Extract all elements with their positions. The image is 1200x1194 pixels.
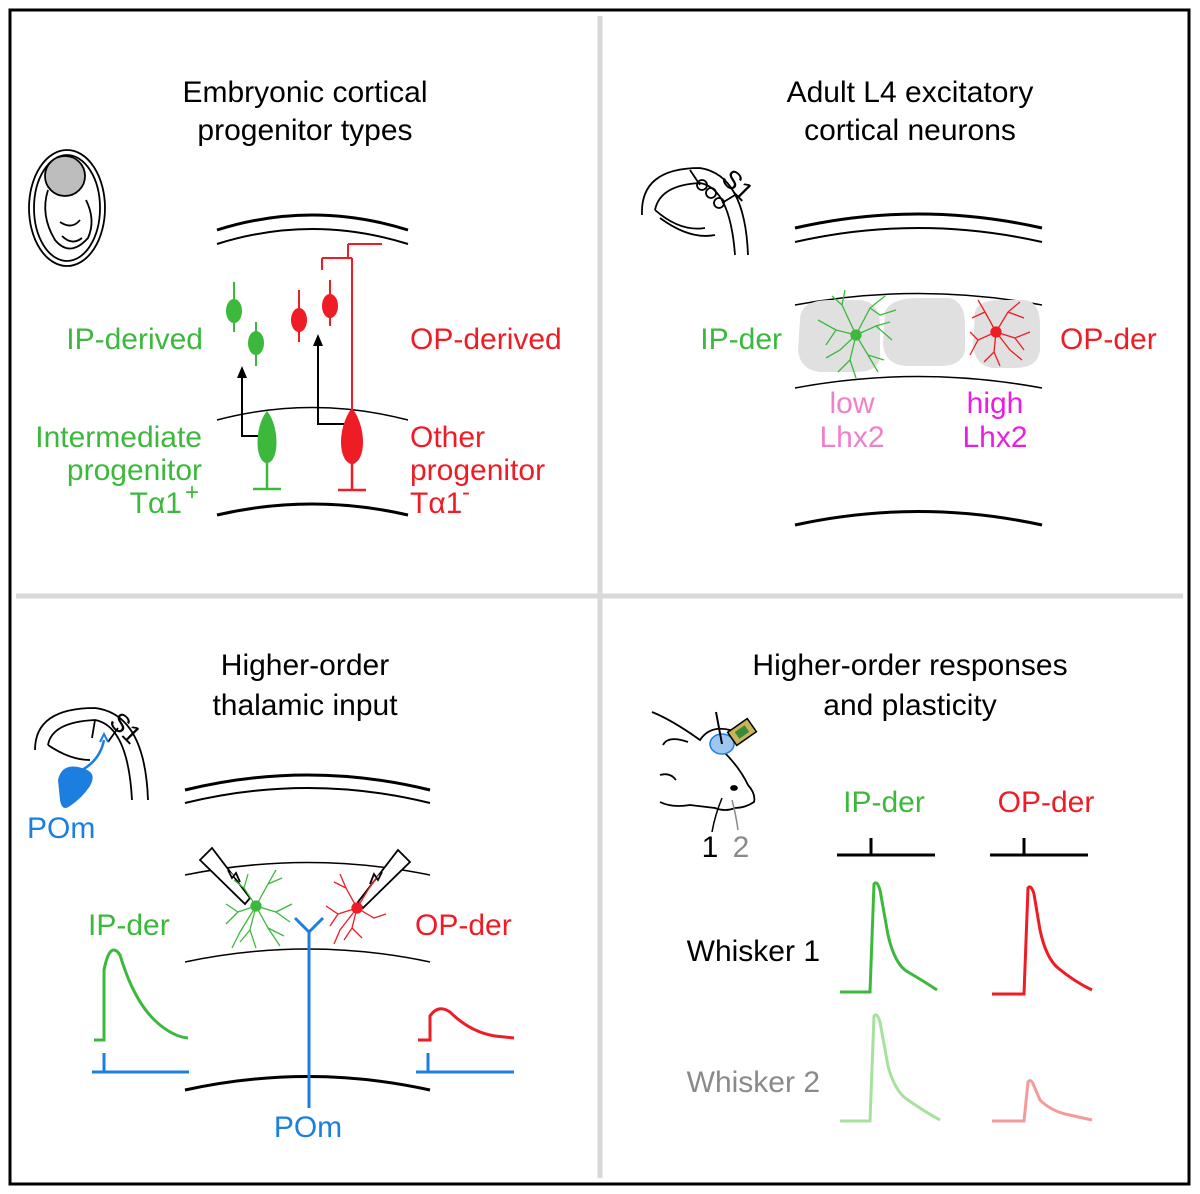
panel-thalamic-input: Higher-order thalamic input S1 POm — [27, 649, 515, 1144]
panel3-title-line1: Higher-order — [221, 649, 389, 682]
other-progenitor-cell — [321, 243, 382, 492]
ip-der-whisker1-trace — [840, 881, 938, 994]
op-derived-neurons — [291, 280, 338, 342]
arrow-head-green — [237, 366, 247, 378]
op-derived-label: OP-derived — [410, 323, 562, 356]
ip-derived-neurons — [226, 282, 264, 366]
intermediate-progenitor-line2: progenitor — [67, 454, 202, 487]
svz-boundary-line — [216, 406, 409, 421]
low-lhx2-line1: low — [829, 387, 874, 420]
pom-axon — [293, 916, 325, 1108]
high-lhx2-line1: high — [967, 387, 1024, 420]
ip-der-neuron-morphology — [817, 289, 897, 379]
pia-line-inner — [184, 787, 431, 804]
ip-der-epsp-trace — [94, 948, 189, 1042]
stimulus-marker-ip — [837, 838, 935, 857]
panel2-title-line1: Adult L4 excitatory — [787, 76, 1034, 109]
high-lhx2-line2: Lhx2 — [962, 421, 1027, 454]
other-progenitor-line2: progenitor — [410, 454, 545, 487]
panel-adult-l4-neurons: Adult L4 excitatory cortical neurons S1 — [641, 76, 1157, 527]
other-progenitor-line1: Other — [410, 421, 485, 454]
ip-der-neuron-morphology — [225, 869, 293, 949]
arrow-head-red — [313, 334, 323, 346]
panel2-title-line2: cortical neurons — [804, 114, 1016, 147]
embryo-icon — [28, 149, 106, 267]
pia-line-outer — [216, 213, 409, 232]
pom-icon-label: POm — [27, 812, 95, 845]
op-der-whisker1-trace — [992, 885, 1093, 996]
ip-derived-label: IP-derived — [66, 323, 203, 356]
pia-line-outer — [184, 773, 431, 792]
panel3-title-line2: thalamic input — [212, 689, 398, 722]
l4-upper-line — [794, 292, 1043, 306]
ip-marker-sup: + — [185, 479, 199, 506]
panel4-title-line2: and plasticity — [823, 689, 996, 722]
op-der-epsp-trace — [418, 1007, 515, 1042]
brain-section-icon — [34, 707, 149, 801]
recording-pipette-left — [198, 846, 252, 906]
panel-progenitor-types: Embryonic cortical progenitor types — [28, 76, 562, 520]
outer-border — [8, 8, 1191, 1186]
pom-projection-icon — [58, 731, 109, 808]
electrode-icon — [715, 711, 723, 745]
op-marker-sup: - — [462, 479, 470, 506]
op-der-neuron-morphology — [325, 873, 387, 945]
ip-der-label-panel3: IP-der — [88, 909, 170, 942]
pom-axon-label: POm — [274, 1111, 342, 1144]
panel-responses-plasticity: Higher-order responses and plasticity 1 … — [651, 649, 1095, 1123]
intermediate-progenitor-cell — [253, 410, 281, 491]
stimulus-marker-right — [416, 1053, 514, 1074]
op-der-label-panel3: OP-der — [415, 909, 512, 942]
whisker2-label: Whisker 2 — [687, 1066, 820, 1099]
panel4-title-line1: Higher-order responses — [752, 649, 1067, 682]
headplate-icon — [726, 717, 758, 747]
migration-arrows — [241, 344, 347, 437]
op-der-neuron-morphology — [969, 299, 1031, 367]
ip-marker-text: Tα1 — [130, 487, 182, 520]
ip-der-whisker2-trace — [840, 1013, 941, 1123]
whisker2-number: 2 — [733, 831, 750, 864]
recording-pipette-right — [356, 848, 412, 910]
whisker-icon — [711, 797, 739, 833]
barrels — [798, 298, 1040, 372]
op-der-label-panel2: OP-der — [1060, 323, 1157, 356]
whisker1-number: 1 — [702, 831, 719, 864]
whisker1-label: Whisker 1 — [687, 935, 820, 968]
intermediate-progenitor-line1: Intermediate — [35, 421, 202, 454]
panel1-title-line1: Embryonic cortical — [182, 76, 427, 109]
panel1-title-line2: progenitor types — [197, 114, 412, 147]
op-der-label-panel4: OP-der — [998, 786, 1095, 819]
pia-line-outer — [794, 212, 1043, 230]
intermediate-progenitor-marker: Tα1 — [130, 487, 182, 520]
op-der-whisker2-trace — [992, 1079, 1093, 1123]
pia-line-inner — [794, 227, 1043, 243]
l4-lower-line — [794, 375, 1043, 389]
pia-line-inner — [216, 228, 409, 245]
white-matter-line — [794, 510, 1043, 527]
ip-der-label-panel4: IP-der — [843, 786, 925, 819]
stimulus-marker-op — [990, 838, 1088, 857]
ip-der-label-panel2: IP-der — [700, 323, 782, 356]
brain-section-icon — [641, 167, 749, 256]
low-lhx2-line2: Lhx2 — [819, 421, 884, 454]
mouse-head-icon — [651, 711, 756, 811]
ventricle-line — [216, 502, 409, 517]
other-progenitor-marker: Tα1 — [410, 487, 462, 520]
stimulus-marker-left — [92, 1053, 189, 1074]
